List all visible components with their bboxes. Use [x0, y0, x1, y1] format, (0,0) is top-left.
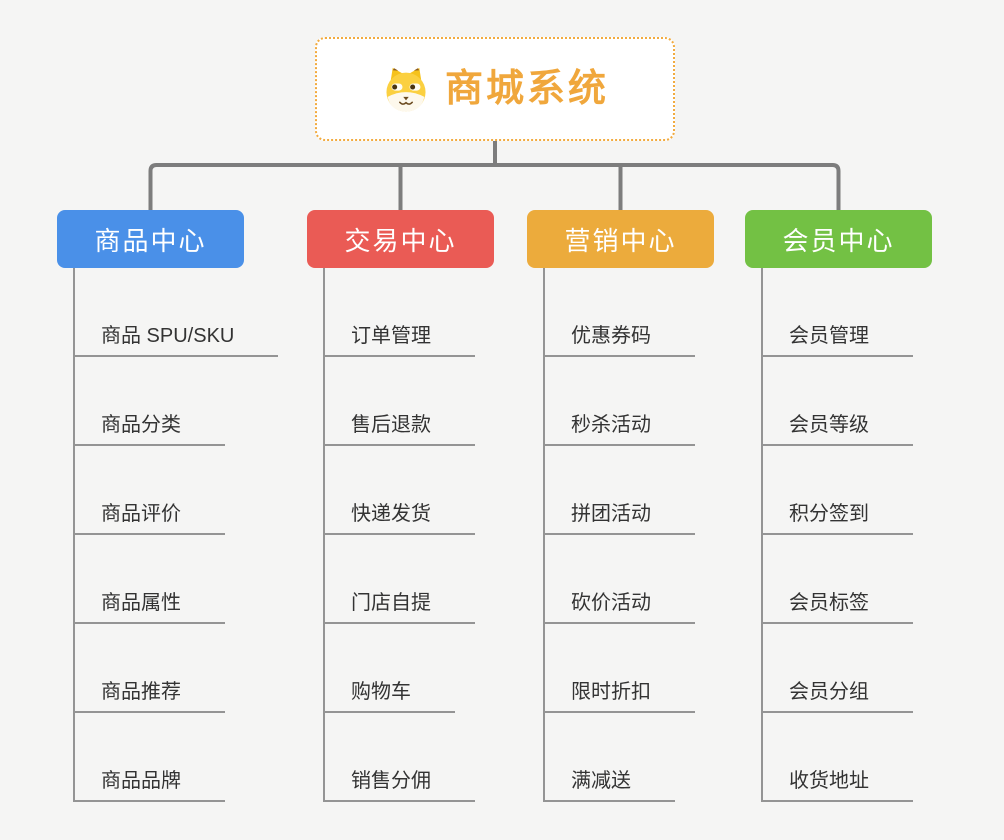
- leaf-node[interactable]: 销售分佣: [325, 770, 475, 802]
- leaf-row: 销售分佣: [325, 713, 475, 802]
- branch-node[interactable]: 商品中心: [57, 210, 244, 268]
- leaf-node[interactable]: 商品品牌: [75, 770, 225, 802]
- dog-icon: [381, 64, 431, 114]
- leaf-row: 满减送: [545, 713, 695, 802]
- leaf-row: 会员管理: [763, 268, 913, 357]
- leaf-node[interactable]: 商品属性: [75, 592, 225, 624]
- leaf-node[interactable]: 商品 SPU/SKU: [75, 325, 279, 357]
- root-title: 商城系统: [444, 68, 609, 110]
- leaf-row: 会员等级: [763, 357, 913, 446]
- leaf-row: 购物车: [325, 624, 475, 713]
- leaf-row: 商品 SPU/SKU: [75, 268, 279, 357]
- leaf-row: 快递发货: [325, 446, 475, 535]
- leaf-node[interactable]: 门店自提: [325, 592, 475, 624]
- leaf-node[interactable]: 商品推荐: [75, 681, 225, 713]
- branch-column: 商品 SPU/SKU 商品分类商品评价商品属性商品推荐商品品牌: [73, 268, 279, 802]
- leaf-row: 限时折扣: [545, 624, 695, 713]
- leaf-row: 砍价活动: [545, 535, 695, 624]
- leaf-row: 积分签到: [763, 446, 913, 535]
- branch-node[interactable]: 会员中心: [745, 210, 932, 268]
- branch-column: 优惠券码秒杀活动拼团活动砍价活动限时折扣满减送: [543, 268, 695, 802]
- leaf-node[interactable]: 拼团活动: [545, 503, 695, 535]
- leaf-node[interactable]: 秒杀活动: [545, 414, 695, 446]
- leaf-row: 商品推荐: [75, 624, 278, 713]
- leaf-node[interactable]: 商品分类: [75, 414, 225, 446]
- leaf-row: 商品品牌: [75, 713, 278, 802]
- leaf-row: 售后退款: [325, 357, 475, 446]
- leaf-node[interactable]: 限时折扣: [545, 681, 695, 713]
- leaf-row: 订单管理: [325, 268, 475, 357]
- leaf-node[interactable]: 满减送: [545, 770, 675, 802]
- leaf-node[interactable]: 会员标签: [763, 592, 913, 624]
- leaf-row: 商品分类: [75, 357, 278, 446]
- leaf-node[interactable]: 积分签到: [763, 503, 913, 535]
- branch-column: 会员管理会员等级积分签到会员标签会员分组收货地址: [761, 268, 913, 802]
- leaf-row: 会员分组: [763, 624, 913, 713]
- leaf-node[interactable]: 会员管理: [763, 325, 913, 357]
- leaf-row: 门店自提: [325, 535, 475, 624]
- leaf-node[interactable]: 收货地址: [763, 770, 913, 802]
- leaf-node[interactable]: 商品评价: [75, 503, 225, 535]
- branch-node[interactable]: 营销中心: [527, 210, 714, 268]
- leaf-node[interactable]: 快递发货: [325, 503, 475, 535]
- leaf-row: 拼团活动: [545, 446, 695, 535]
- branch-column: 订单管理售后退款快递发货门店自提购物车销售分佣: [323, 268, 475, 802]
- leaf-node[interactable]: 会员分组: [763, 681, 913, 713]
- leaf-row: 商品属性: [75, 535, 278, 624]
- leaf-node[interactable]: 会员等级: [763, 414, 913, 446]
- leaf-row: 会员标签: [763, 535, 913, 624]
- leaf-row: 优惠券码: [545, 268, 695, 357]
- root-node[interactable]: 商城系统: [315, 37, 675, 141]
- leaf-node[interactable]: 订单管理: [325, 325, 475, 357]
- leaf-node[interactable]: 砍价活动: [545, 592, 695, 624]
- leaf-row: 秒杀活动: [545, 357, 695, 446]
- leaf-row: 商品评价: [75, 446, 278, 535]
- leaf-node[interactable]: 优惠券码: [545, 325, 695, 357]
- branch-node[interactable]: 交易中心: [307, 210, 494, 268]
- leaf-row: 收货地址: [763, 713, 913, 802]
- leaf-node[interactable]: 售后退款: [325, 414, 475, 446]
- leaf-node[interactable]: 购物车: [325, 681, 455, 713]
